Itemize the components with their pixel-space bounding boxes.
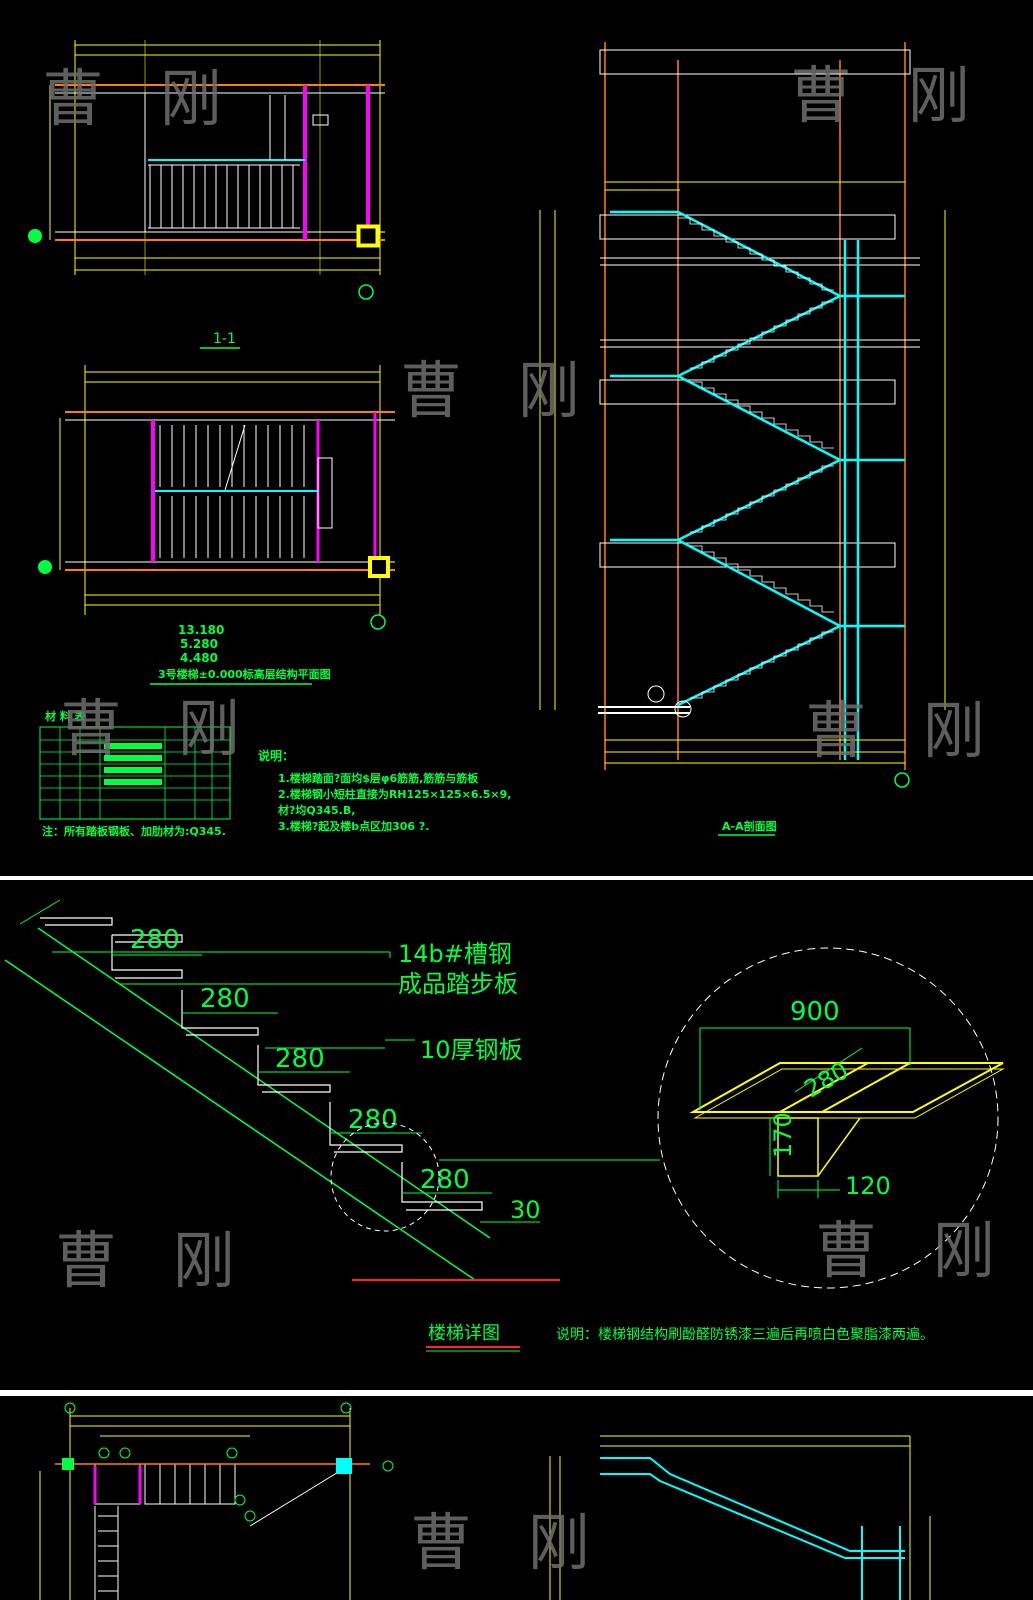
watermark: 曹 刚: [410, 1506, 608, 1579]
nosing-dim: 30: [510, 1196, 541, 1224]
stair-detail-drawing: 280 280 280 280 280 30 14b#槽钢 成品踏步板 10厚钢…: [4, 899, 1005, 1352]
detail-title: 楼梯详图: [428, 1323, 500, 1344]
elevation-2: 5.280: [180, 637, 218, 651]
section-title: A-A剖面图: [722, 819, 777, 833]
detail-height: 170: [769, 1112, 797, 1158]
tread-detail: 900 280 170 120: [689, 997, 1005, 1200]
detail-note: 说明：楼梯钢结构刷酚醛防锈漆三遍后再喷白色聚脂漆两遍。: [556, 1326, 934, 1343]
watermark: 曹 刚: [55, 1224, 253, 1297]
step-dim-4: 280: [348, 1105, 398, 1135]
callout-tread: 成品踏步板: [398, 970, 518, 998]
watermark: 曹 刚: [60, 692, 258, 765]
detail-width: 900: [790, 997, 840, 1027]
step-dim-3: 280: [275, 1044, 325, 1074]
callout-plate: 10厚钢板: [420, 1036, 523, 1064]
note-4: 3.楼梯?起及楼b点区加306 ?.: [278, 819, 429, 833]
watermark: 曹 刚: [400, 354, 598, 427]
drawing-sheet-partial: 曹 刚: [0, 1396, 1033, 1600]
elevation-3: 4.480: [180, 651, 218, 665]
step-dim-5: 280: [420, 1165, 470, 1195]
elevation-1: 13.180: [178, 623, 224, 637]
table-note: 注：所有踏板钢板、加肋材为:Q345.: [42, 824, 226, 838]
step-dim-1: 280: [130, 925, 180, 955]
plan-title-1: 1-1: [213, 331, 236, 347]
stair-plan-lower: 13.180 5.280 4.480 3号楼梯±0.000标高层结构平面图: [38, 365, 395, 685]
detail-base: 120: [845, 1172, 891, 1200]
drawing-sheet-stair-detail: 280 280 280 280 280 30 14b#槽钢 成品踏步板 10厚钢…: [0, 880, 1033, 1390]
plan-title-2: 3号楼梯±0.000标高层结构平面图: [158, 667, 331, 681]
watermark: 曹 刚: [42, 62, 240, 135]
plan-and-section-drawing: 1-1: [28, 40, 946, 838]
watermark: 曹 刚: [790, 59, 988, 132]
watermark: 曹 刚: [805, 694, 1003, 767]
watermark: 曹 刚: [815, 1214, 1013, 1287]
drawing-sheet-stair-plans: 1-1: [0, 0, 1033, 876]
table-title: 材 料 表: [45, 709, 87, 723]
partial-plan-drawing: [39, 1402, 931, 1600]
notes-title: 说明：: [258, 748, 294, 763]
note-3: 材?均Q345.B,: [278, 803, 355, 817]
step-dim-2: 280: [200, 984, 250, 1014]
material-table: 材 料 表 注：所有踏板钢板、加肋材为:Q345.: [39, 709, 231, 838]
note-1: 1.楼梯踏面?面均$层φ6筋筋,筋筋与筋板: [278, 771, 479, 785]
stair-plan-upper: 1-1: [28, 40, 385, 349]
callout-channel: 14b#槽钢: [398, 940, 512, 968]
notes-block: 说明： 1.楼梯踏面?面均$层φ6筋筋,筋筋与筋板 2.楼梯钢小短柱直接为RH1…: [258, 748, 511, 833]
note-2: 2.楼梯钢小短柱直接为RH125×125×6.5×9,: [278, 787, 511, 801]
section-aa: A-A剖面图: [539, 42, 946, 836]
